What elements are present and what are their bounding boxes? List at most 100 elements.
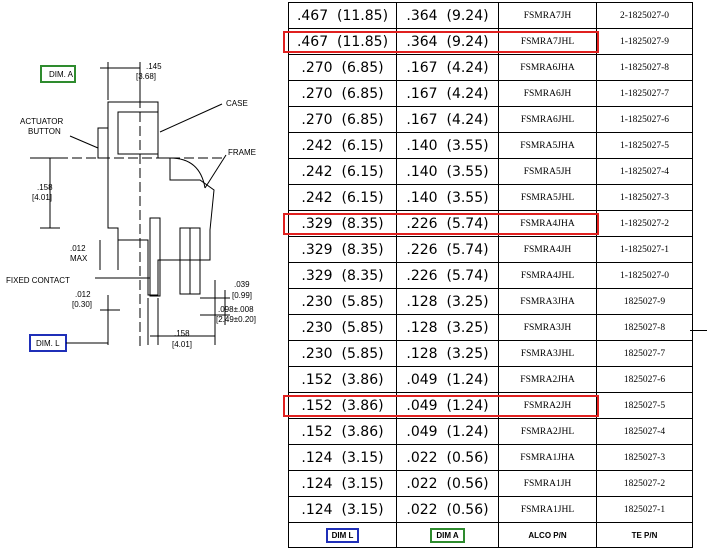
cell-te-pn: 1-1825027-9: [596, 28, 693, 55]
header-alco-pn: ALCO P/N: [498, 522, 597, 548]
cell-alco-pn: FSMRA6JHL: [498, 106, 597, 133]
dim-039-in: .039: [234, 280, 250, 289]
cell-te-pn: 2-1825027-0: [596, 2, 693, 29]
cell-dim-l: .329 (8.35): [288, 210, 397, 237]
dim-a-callout: DIM. A: [49, 70, 74, 79]
cell-te-pn: 1825027-5: [596, 392, 693, 419]
cell-alco-pn: FSMRA5JH: [498, 158, 597, 185]
cell-te-pn: 1-1825027-3: [596, 184, 693, 211]
cell-dim-a: .167 (4.24): [396, 106, 499, 133]
cell-te-pn: 1825027-2: [596, 470, 693, 497]
cell-te-pn: 1-1825027-0: [596, 262, 693, 289]
cell-dim-l: .152 (3.86): [288, 392, 397, 419]
cell-te-pn: 1825027-4: [596, 418, 693, 445]
dim-012b-mm: [0.30]: [72, 300, 92, 309]
dim-012b-in: .012: [75, 290, 91, 299]
cell-dim-a: .022 (0.56): [396, 444, 499, 471]
cell-alco-pn: FSMRA1JHL: [498, 496, 597, 523]
dim-145-in: .145: [146, 62, 162, 71]
cell-te-pn: 1825027-3: [596, 444, 693, 471]
cell-dim-a: .140 (3.55): [396, 184, 499, 211]
cell-dim-l: .230 (5.85): [288, 340, 397, 367]
cell-alco-pn: FSMRA1JHA: [498, 444, 597, 471]
cell-dim-l: .230 (5.85): [288, 288, 397, 315]
cell-dim-l: .152 (3.86): [288, 418, 397, 445]
cell-te-pn: 1825027-8: [596, 314, 693, 341]
cell-dim-l: .124 (3.15): [288, 444, 397, 471]
cell-dim-a: .049 (1.24): [396, 392, 499, 419]
cell-te-pn: 1825027-6: [596, 366, 693, 393]
header-dim-a-cell: DIM A: [396, 522, 499, 548]
header-dim-l: DIM L: [325, 527, 360, 543]
frame-label: FRAME: [228, 148, 256, 157]
cell-dim-a: .049 (1.24): [396, 418, 499, 445]
dim-158b-mm: [4.01]: [172, 340, 192, 349]
cell-alco-pn: FSMRA5JHA: [498, 132, 597, 159]
cell-alco-pn: FSMRA2JH: [498, 392, 597, 419]
table-header-row: DIM L DIM A ALCO P/N TE P/N: [288, 522, 693, 548]
dim-012a-note: MAX: [70, 254, 88, 263]
cell-te-pn: 1-1825027-1: [596, 236, 693, 263]
cell-dim-a: .022 (0.56): [396, 470, 499, 497]
cell-alco-pn: FSMRA7JHL: [498, 28, 597, 55]
cell-dim-a: .364 (9.24): [396, 28, 499, 55]
header-dim-l-cell: DIM L: [288, 522, 397, 548]
cell-te-pn: 1-1825027-7: [596, 80, 693, 107]
cell-dim-a: .226 (5.74): [396, 210, 499, 237]
cell-alco-pn: FSMRA3JH: [498, 314, 597, 341]
cell-dim-a: .049 (1.24): [396, 366, 499, 393]
header-dim-a: DIM A: [430, 527, 465, 543]
cell-dim-a: .140 (3.55): [396, 158, 499, 185]
cell-alco-pn: FSMRA1JH: [498, 470, 597, 497]
actuator-label-1: ACTUATOR: [20, 117, 63, 126]
cell-alco-pn: FSMRA4JH: [498, 236, 597, 263]
cell-te-pn: 1-1825027-8: [596, 54, 693, 81]
cell-alco-pn: FSMRA4JHL: [498, 262, 597, 289]
dim-158a-mm: [4.01]: [32, 193, 52, 202]
cell-te-pn: 1-1825027-2: [596, 210, 693, 237]
cell-dim-l: .270 (6.85): [288, 80, 397, 107]
switch-dimension-drawing: DIM. A DIM. L CASE ACTUATOR BUTTON FRAME…: [6, 62, 256, 352]
edge-tick-mark: [690, 330, 707, 331]
dim-158b-in: .158: [174, 329, 190, 338]
cell-dim-a: .167 (4.24): [396, 54, 499, 81]
cell-dim-l: .329 (8.35): [288, 236, 397, 263]
cell-alco-pn: FSMRA7JH: [498, 2, 597, 29]
dim-098-mm: [2.49±0.20]: [216, 315, 256, 324]
dim-158a-in: .158: [37, 183, 53, 192]
cell-dim-a: .128 (3.25): [396, 314, 499, 341]
cell-alco-pn: FSMRA4JHA: [498, 210, 597, 237]
cell-alco-pn: FSMRA3JHA: [498, 288, 597, 315]
cell-dim-l: .467 (11.85): [288, 28, 397, 55]
dim-039-mm: [0.99]: [232, 291, 252, 300]
header-te-pn: TE P/N: [596, 522, 693, 548]
cell-alco-pn: FSMRA3JHL: [498, 340, 597, 367]
cell-dim-l: .242 (6.15): [288, 184, 397, 211]
cell-dim-a: .140 (3.55): [396, 132, 499, 159]
cell-dim-a: .226 (5.74): [396, 236, 499, 263]
cell-dim-l: .152 (3.86): [288, 366, 397, 393]
cell-dim-l: .124 (3.15): [288, 496, 397, 523]
cell-dim-a: .226 (5.74): [396, 262, 499, 289]
cell-dim-l: .124 (3.15): [288, 470, 397, 497]
cell-dim-l: .270 (6.85): [288, 54, 397, 81]
fixed-contact-label: FIXED CONTACT: [6, 276, 70, 285]
